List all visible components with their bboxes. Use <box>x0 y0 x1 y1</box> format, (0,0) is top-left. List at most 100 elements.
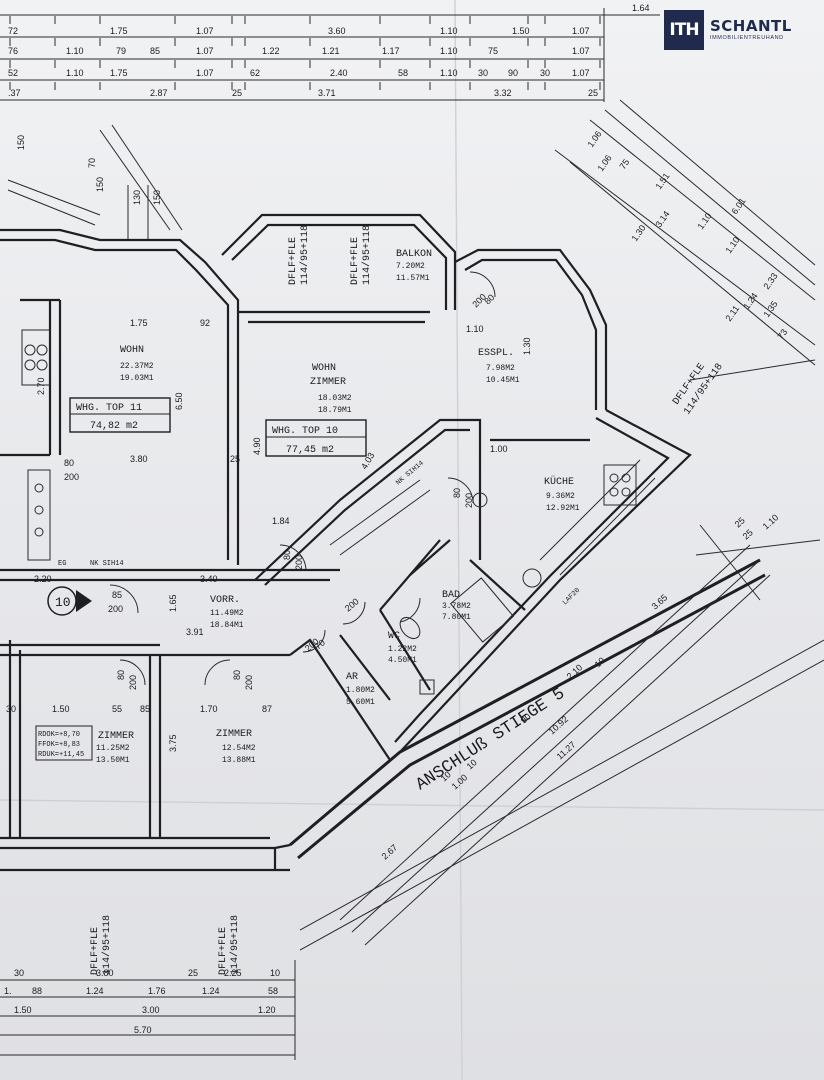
room-perimeter: 18.79M1 <box>318 406 352 415</box>
window-label: 114/95+118 <box>299 225 311 285</box>
laf-label: LAF20 <box>561 587 582 608</box>
dim-label: 3.60 <box>328 26 346 36</box>
level-rduk: RDUK=+11,45 <box>38 751 84 759</box>
level-rdok: RDOK=+8,70 <box>38 731 80 739</box>
dim-label: 1.50 <box>512 26 530 36</box>
dim-label: 1.30 <box>522 337 532 355</box>
nk-label-2: NK SIH14 <box>395 460 426 488</box>
dim-label: 79 <box>116 46 126 56</box>
door-width: 80 <box>452 488 462 498</box>
dim-label: 1.07 <box>196 26 214 36</box>
unit-tags: WHG. TOP 11 74,82 m2 WHG. TOP 10 77,45 m… <box>69 397 367 457</box>
dim-label: 3.32 <box>494 88 512 98</box>
unit-label-top11: WHG. TOP 11 <box>76 403 142 414</box>
dim-label: 1.21 <box>322 46 340 56</box>
dim-label: 1.24 <box>202 986 220 996</box>
room-name-kueche: KÜCHE <box>544 475 574 488</box>
window-label: 114/95+118 <box>101 915 113 975</box>
room-name-wohnzimmer-2: ZIMMER <box>310 377 346 388</box>
dim-label: 1.10 <box>440 46 458 56</box>
stiege-dimension-chains <box>339 544 771 946</box>
dim-label: 72 <box>8 26 18 36</box>
window-label: DFLF+FLE <box>288 237 299 285</box>
dim-label: 25 <box>741 527 755 541</box>
room-name-wc: WC <box>388 631 400 642</box>
dim-label: 85 <box>140 704 150 714</box>
room-perimeter: 18.84M1 <box>210 621 244 630</box>
dim-label: 55 <box>112 704 122 714</box>
dim-label: .37 <box>8 88 21 98</box>
unit-area-top10: 77,45 m2 <box>286 445 334 456</box>
dim-label: 130 <box>132 190 142 205</box>
dim-label: 1.76 <box>148 986 166 996</box>
dim-label: 25 <box>230 454 240 464</box>
dim-label: 3.91 <box>186 627 204 637</box>
dim-label: 2.10 <box>565 662 585 681</box>
dim-label: 2.40 <box>330 68 348 78</box>
room-area: 18.03M2 <box>318 394 352 403</box>
dim-label: 75 <box>617 157 631 171</box>
dim-label: 6.50 <box>174 392 184 410</box>
dim-label: 1.30 <box>629 223 647 243</box>
dim-label: 1.64 <box>632 3 650 13</box>
room-area: 7.20M2 <box>396 262 425 271</box>
dim-label: 1.10 <box>66 68 84 78</box>
company-logo: ITH SCHANTL IMMOBILIENTREUHAND <box>664 10 814 50</box>
dim-label: 1.07 <box>572 26 590 36</box>
dim-label: 1.17 <box>382 46 400 56</box>
window-label: DFLF+FLE <box>90 927 101 975</box>
door-height: 200 <box>470 292 488 310</box>
door-width: 80 <box>282 550 292 560</box>
dim-label: 1. <box>4 986 12 996</box>
dim-label: 1.10 <box>695 211 713 231</box>
window-label: 114/95+118 <box>229 915 241 975</box>
dim-label: 4.03 <box>359 451 376 471</box>
room-perimeter: 11.57M1 <box>396 274 430 283</box>
room-area: 7.98M2 <box>486 364 515 373</box>
shaft-fixtures <box>21 329 656 695</box>
room-name-wohn: WOHN <box>120 345 144 356</box>
logo-subtitle: IMMOBILIENTREUHAND <box>710 34 784 41</box>
window-label: 114/95+118 <box>361 225 373 285</box>
dim-label: 10 <box>270 968 280 978</box>
dim-label: 1.10 <box>466 324 484 334</box>
room-area: 1.22M2 <box>388 645 417 654</box>
dim-label: 4.90 <box>252 437 262 455</box>
room-area: 12.54M2 <box>222 744 256 753</box>
dim-label: 150 <box>95 177 105 192</box>
dim-label: 2.70 <box>36 377 46 395</box>
room-name-wohnzimmer: WOHN <box>312 363 336 374</box>
door-height: 200 <box>464 493 474 508</box>
dim-label: 25 <box>588 88 598 98</box>
door-width: 85 <box>112 590 122 600</box>
dim-label: 1.70 <box>200 704 218 714</box>
room-name-balkon: BALKON <box>396 249 432 260</box>
room-perimeter: 19.03M1 <box>120 374 154 383</box>
room-name-esspl: ESSPL. <box>478 348 514 359</box>
door-width: 80 <box>116 670 126 680</box>
dim-label: 25 <box>733 515 747 529</box>
room-name-zimmer: ZIMMER <box>216 729 252 740</box>
dim-label: 1.24 <box>86 986 104 996</box>
room-perimeter: 13.88M1 <box>222 756 256 765</box>
room-area: 1.80M2 <box>346 686 375 695</box>
dim-label: 90 <box>508 68 518 78</box>
dim-label: 1.10 <box>723 235 741 255</box>
entry-number: 10 <box>55 595 71 610</box>
inner-dimension-labels: 1.75 92 3.80 4.90 25 3.40 1.65 3.91 1.50… <box>6 318 532 752</box>
dim-label: 1.07 <box>196 46 214 56</box>
dim-label: 150 <box>16 135 26 150</box>
dim-label: 92 <box>200 318 210 328</box>
unit-label-top10: WHG. TOP 10 <box>272 426 338 437</box>
room-area: 11.49M2 <box>210 609 244 618</box>
dim-label: 1.75 <box>130 318 148 328</box>
level-ffok: FFOK=+8,83 <box>38 741 80 749</box>
room-perimeter: 4.50M1 <box>388 656 417 665</box>
exterior-walls <box>0 213 824 951</box>
dim-label: 1.00 <box>490 444 508 454</box>
dim-label: 2.67 <box>380 842 400 861</box>
dim-label: 10 <box>439 769 453 783</box>
stair-access-label: ANSCHLUß STIEGE 5 <box>413 685 569 795</box>
